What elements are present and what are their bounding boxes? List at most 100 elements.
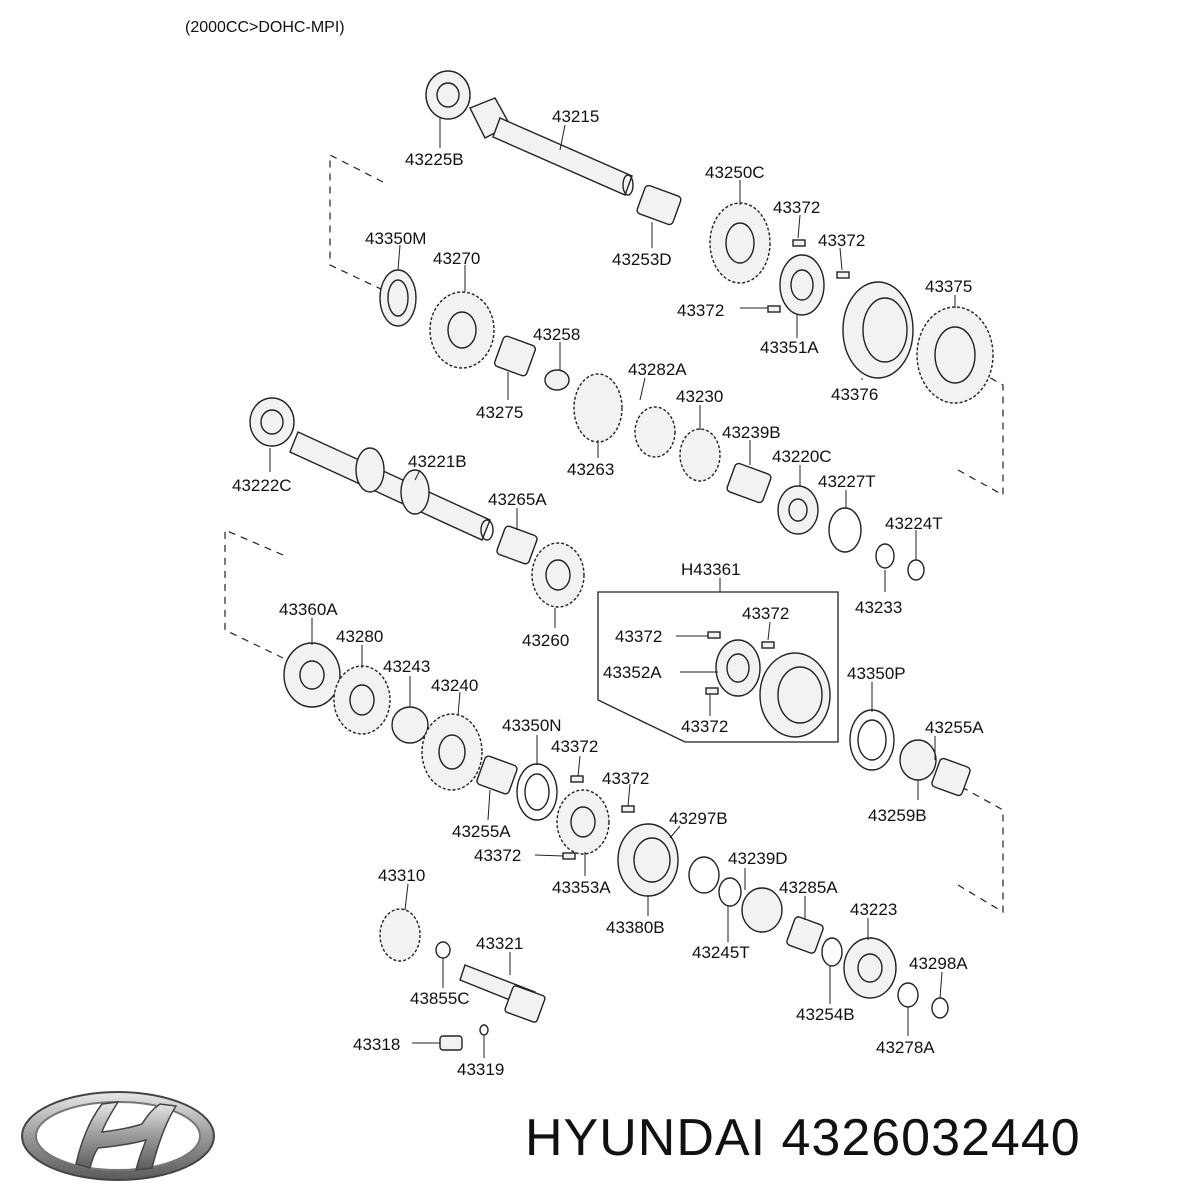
clip-43233-shape <box>875 543 895 569</box>
roller-43265A-shape <box>496 525 538 565</box>
gear-43310-shape <box>379 908 421 962</box>
key-shape-a <box>792 239 806 247</box>
callout-43270: 43270 <box>433 249 480 268</box>
ring-43297B-shape <box>688 856 720 894</box>
collar-43239D-shape <box>741 887 783 933</box>
hub-43352A-shape <box>715 639 761 697</box>
roller-43253D-shape <box>636 184 682 226</box>
leader-lines <box>269 118 956 1058</box>
gear-43263-shape <box>573 373 623 443</box>
gear-43270-shape <box>429 291 495 369</box>
callout-43372-b: 43372 <box>818 231 865 250</box>
bearing-43222C-shape <box>249 397 295 447</box>
callout-43255A-left: 43255A <box>452 822 511 841</box>
output-shaft-assembly <box>249 397 585 608</box>
callout-43282A: 43282A <box>628 360 687 379</box>
callout-43372-c: 43372 <box>677 301 724 320</box>
collar-43259B-shape <box>899 739 937 781</box>
callout-43376: 43376 <box>831 385 878 404</box>
ring-43227T-shape <box>828 507 862 553</box>
callout-43350M: 43350M <box>365 229 426 248</box>
callout-43263: 43263 <box>567 460 614 479</box>
clip-43245T-shape <box>718 877 742 907</box>
callout-43275: 43275 <box>476 403 523 422</box>
clip-43278A-shape <box>897 982 919 1008</box>
callout-43350N: 43350N <box>502 716 562 735</box>
callout-43253D: 43253D <box>612 250 672 269</box>
callout-43230: 43230 <box>676 387 723 406</box>
callout-43855C: 43855C <box>410 989 470 1008</box>
callout-43372-h: 43372 <box>602 769 649 788</box>
sleeve-43380B-shape <box>617 823 679 897</box>
callout-43220C: 43220C <box>772 447 832 466</box>
callout-43227T: 43227T <box>818 472 876 491</box>
engine-spec-header: (2000CC>DOHC-MPI) <box>185 19 345 36</box>
brand-part-title: HYUNDAI 4326032440 <box>525 1108 1081 1168</box>
callout-H43361: H43361 <box>681 560 741 579</box>
callout-43258: 43258 <box>533 325 580 344</box>
callout-43375: 43375 <box>925 277 972 296</box>
main-shaft-assembly <box>379 70 994 581</box>
callout-43352A: 43352A <box>603 663 662 682</box>
callout-43278A: 43278A <box>876 1038 935 1057</box>
washer-43319-shape <box>479 1024 489 1036</box>
callout-43360A: 43360A <box>279 600 338 619</box>
callout-43372-a: 43372 <box>773 198 820 217</box>
callout-43285A: 43285A <box>779 878 838 897</box>
brand-name: HYUNDAI <box>525 1109 767 1167</box>
callout-43221B: 43221B <box>408 452 467 471</box>
callout-43245T: 43245T <box>692 943 750 962</box>
roller-43275-shape <box>493 335 537 377</box>
callout-43255A-right: 43255A <box>925 718 984 737</box>
gear-43280-shape <box>333 665 391 735</box>
clip-43298A-shape <box>931 997 949 1019</box>
callout-43243: 43243 <box>383 657 430 676</box>
callout-43254B: 43254B <box>796 1005 855 1024</box>
hyundai-logo-icon <box>21 1091 215 1181</box>
callout-43250C: 43250C <box>705 163 765 182</box>
synchro-kit-box <box>597 591 839 743</box>
callout-43280: 43280 <box>336 627 383 646</box>
callout-43297B: 43297B <box>669 809 728 828</box>
callout-43259B: 43259B <box>868 806 927 825</box>
shaft-43215-shape <box>469 97 634 196</box>
key-shape-c <box>767 305 781 313</box>
gear-43282A-shape <box>634 406 676 458</box>
callout-43298A: 43298A <box>909 954 968 973</box>
callout-43351A: 43351A <box>760 338 819 357</box>
sleeve-43376-shape <box>842 281 914 379</box>
callout-43350P: 43350P <box>847 664 906 683</box>
callout-43319: 43319 <box>457 1060 504 1079</box>
callout-43233: 43233 <box>855 598 902 617</box>
hub-43353A-shape <box>556 789 610 855</box>
bearing-43220C-shape <box>777 485 819 535</box>
washer-43855C-shape <box>435 941 451 959</box>
roller-43255A-left-shape <box>476 755 518 795</box>
collar-43243-shape <box>391 706 429 744</box>
gear-43260-shape <box>531 542 585 608</box>
callout-43310: 43310 <box>378 866 425 885</box>
gear-43230-shape <box>679 428 721 482</box>
callout-43380B: 43380B <box>606 918 665 937</box>
gear-43250C-shape <box>709 202 771 284</box>
bolt-43318-shape <box>439 1035 463 1051</box>
collar-43258-shape <box>544 369 570 391</box>
ring-43350P-shape <box>849 709 895 771</box>
clip-43254B-shape <box>821 937 843 967</box>
callout-43353A: 43353A <box>552 878 611 897</box>
callout-43372-f: 43372 <box>681 717 728 736</box>
ring-43350M-shape <box>379 269 417 327</box>
clip-43224T-shape <box>907 559 925 581</box>
shaft-43221B-shape <box>289 431 491 541</box>
callout-43265A: 43265A <box>488 490 547 509</box>
part-number: 4326032440 <box>781 1109 1081 1167</box>
callout-43372-g: 43372 <box>551 737 598 756</box>
callout-43239D: 43239D <box>728 849 788 868</box>
callout-labels: 43225B 43215 43250C 43372 43372 43350M 4… <box>232 107 984 1079</box>
gear-43240-shape <box>421 713 483 791</box>
callout-43260: 43260 <box>522 631 569 650</box>
key-shape-b <box>836 271 850 279</box>
callout-43240: 43240 <box>431 676 478 695</box>
callout-43215: 43215 <box>552 107 599 126</box>
